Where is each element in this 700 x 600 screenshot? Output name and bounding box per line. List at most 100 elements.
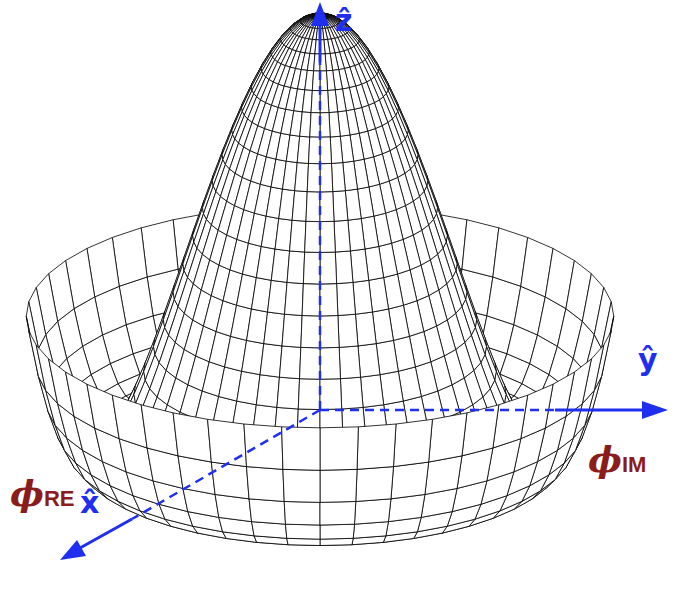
surface-patch (393, 419, 432, 466)
surface-patch (141, 405, 178, 456)
x-arrowhead (60, 540, 86, 560)
surface-patch (462, 405, 499, 456)
surface-patch (282, 427, 320, 470)
y-axis (555, 409, 645, 412)
surface-patch (300, 347, 320, 379)
surface-patch (275, 219, 292, 251)
surface-patch (282, 314, 302, 347)
surface-patch (310, 113, 320, 138)
surface-patch (320, 137, 332, 164)
surface-patch (330, 136, 343, 163)
surface-patch (338, 314, 358, 347)
x-axis-dashed (132, 410, 320, 519)
surface-patch (287, 251, 305, 284)
surface-patch (264, 312, 285, 346)
y-axis-dashed (320, 409, 555, 412)
surface-patch (357, 424, 396, 469)
surface-patch (271, 249, 289, 282)
surface-patch (302, 90, 312, 113)
surface-patch (300, 112, 311, 137)
surface-patch (260, 344, 282, 378)
surface-patch (320, 379, 342, 410)
surface-patch (247, 467, 285, 502)
surface-patch (320, 252, 337, 284)
surface-patch (284, 501, 320, 525)
surface-patch (320, 90, 329, 112)
surface-patch (302, 284, 320, 316)
surface-patch (329, 112, 340, 137)
surface-patch (320, 347, 340, 379)
surface-patch (429, 413, 467, 462)
surface-patch (306, 192, 320, 222)
surface-patch (493, 395, 528, 448)
surface-patch (521, 384, 553, 439)
z-axis-dashed (319, 62, 322, 410)
surface-patch (87, 384, 119, 439)
axis-label: x̂ (80, 486, 99, 519)
surface-patch (320, 163, 333, 192)
axis-label: ẑ (335, 4, 352, 37)
z-axis (319, 22, 322, 62)
surface-patch (305, 221, 320, 252)
surface-patch (353, 280, 373, 314)
surface-patch (173, 413, 211, 462)
surface-patch (297, 136, 310, 163)
potential-surface (26, 13, 614, 546)
field-label: ϕIM (588, 440, 646, 480)
y-arrowhead (642, 401, 668, 419)
surface-patch (348, 219, 365, 251)
surface-patch (332, 163, 346, 192)
surface-patch (283, 469, 320, 502)
surface-patch (391, 462, 429, 499)
surface-patch (279, 346, 300, 379)
surface-patch (292, 191, 307, 222)
surface-patch (285, 282, 304, 315)
surface-patch (350, 249, 368, 282)
surface-patch (303, 252, 320, 284)
surface-patch (358, 344, 380, 378)
surface-patch (320, 427, 358, 470)
surface-patch (211, 462, 249, 499)
surface-patch (311, 90, 320, 112)
surface-patch (112, 395, 147, 448)
surface-patch (249, 499, 285, 524)
surface-patch (320, 284, 338, 316)
surface-patch (355, 499, 391, 524)
surface-patch (301, 316, 320, 348)
surface-patch (355, 312, 376, 346)
surface-patch (356, 467, 394, 502)
surface-patch (308, 137, 320, 164)
x-axis (80, 519, 132, 548)
surface-patch (285, 524, 320, 539)
surface-patch (320, 316, 339, 348)
z-arrowhead (311, 2, 329, 26)
surface-patch (339, 346, 360, 379)
surface-patch (337, 282, 356, 315)
surface-patch (328, 90, 338, 113)
surface-patch (320, 469, 357, 502)
axes (60, 2, 668, 560)
surface-patch (334, 220, 350, 252)
surface-patch (277, 377, 300, 409)
surface-patch (333, 191, 348, 222)
surface-patch (320, 192, 334, 222)
field-label: ϕRE (10, 474, 74, 514)
surface-patch (320, 113, 330, 138)
surface-patch (244, 424, 283, 469)
surface-patch (335, 251, 353, 284)
surface-patch (307, 163, 320, 192)
surface-patch (320, 501, 356, 525)
surface-patch (320, 221, 335, 252)
surface-patch (141, 220, 178, 277)
surface-patch (295, 163, 309, 192)
surface-patch (340, 377, 363, 409)
surface-patch (256, 375, 279, 408)
surface-patch (298, 379, 320, 410)
surface-patch (268, 280, 288, 314)
surface-patch (208, 419, 247, 466)
surface-patch (290, 220, 306, 252)
surface-patch (462, 220, 499, 277)
axis-label: ŷ (638, 343, 658, 376)
